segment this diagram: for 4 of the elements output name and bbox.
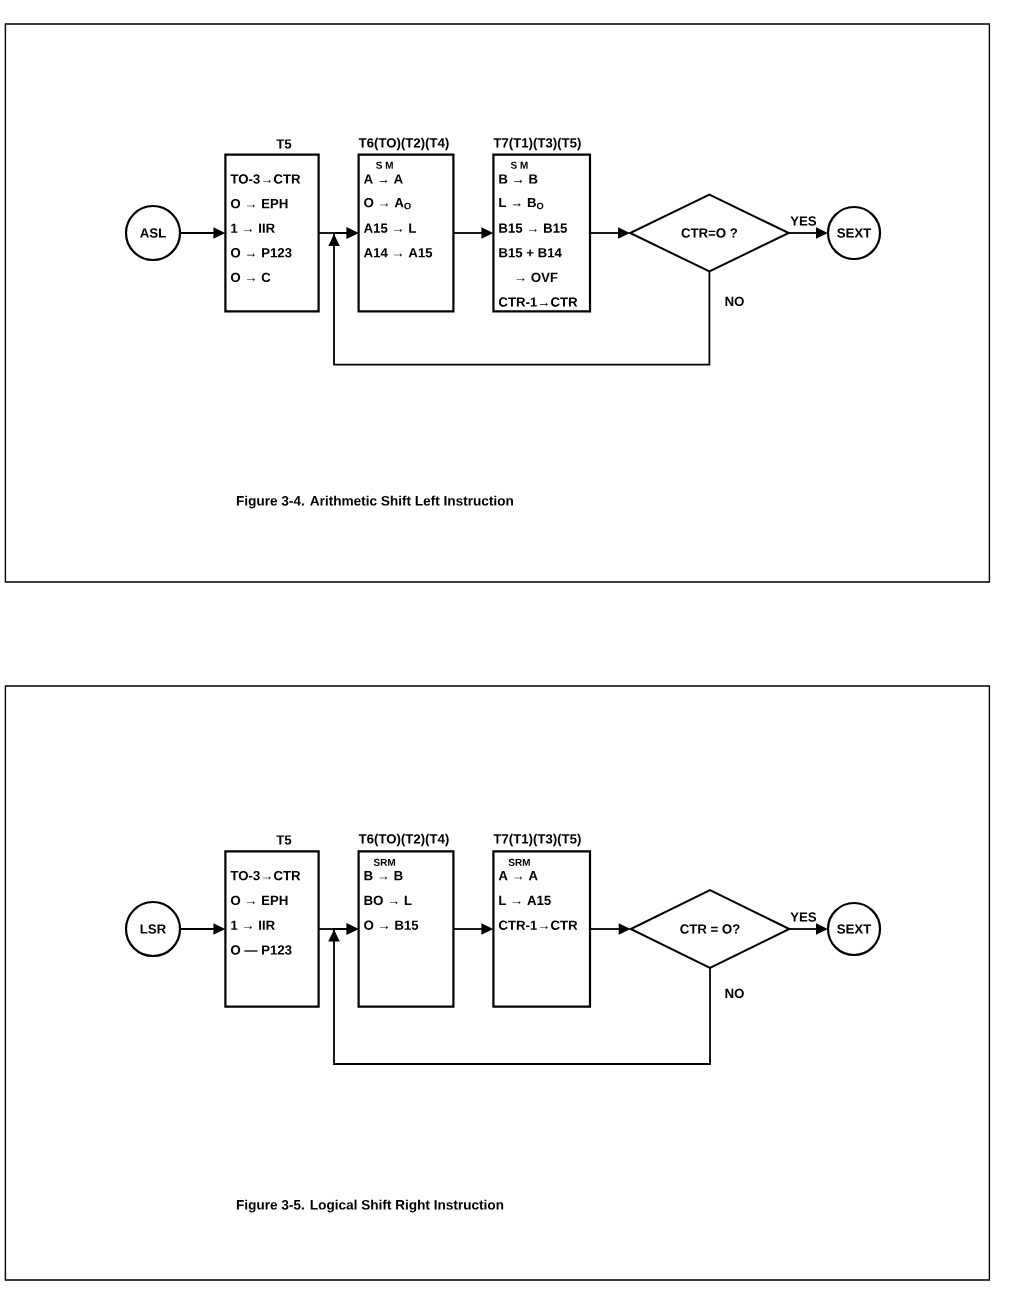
arrow	[328, 923, 711, 1065]
figure-panel	[4, 23, 991, 583]
figure-panel	[4, 685, 991, 1281]
arrow	[328, 227, 711, 366]
